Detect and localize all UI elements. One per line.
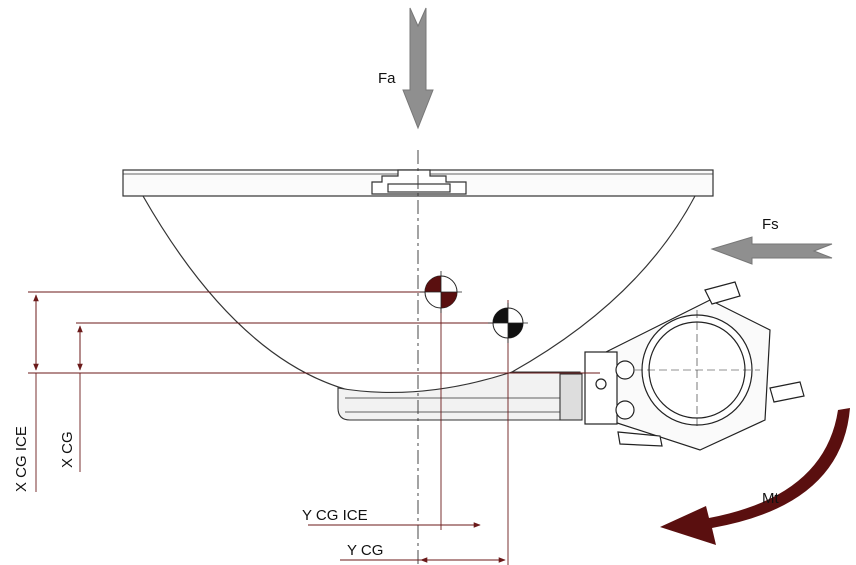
side-force-arrow [710, 236, 833, 265]
cg-ice-symbol [420, 271, 462, 313]
fs-label: Fs [762, 216, 779, 233]
x-cg-ice-label: X CG ICE [13, 426, 30, 492]
dish-rim [122, 169, 714, 197]
dish-base-mount [337, 371, 583, 421]
y-cg-label: Y CG [347, 542, 383, 559]
pipe-clamp [584, 281, 805, 451]
cg-symbol [488, 303, 528, 343]
fa-label: Fa [378, 70, 396, 87]
y-cg-ice-label: Y CG ICE [302, 507, 368, 524]
x-cg-label: X CG [59, 431, 76, 468]
mt-label: Mt [762, 490, 779, 507]
axial-force-arrow [402, 7, 434, 130]
torsion-moment-arrow [660, 408, 850, 545]
